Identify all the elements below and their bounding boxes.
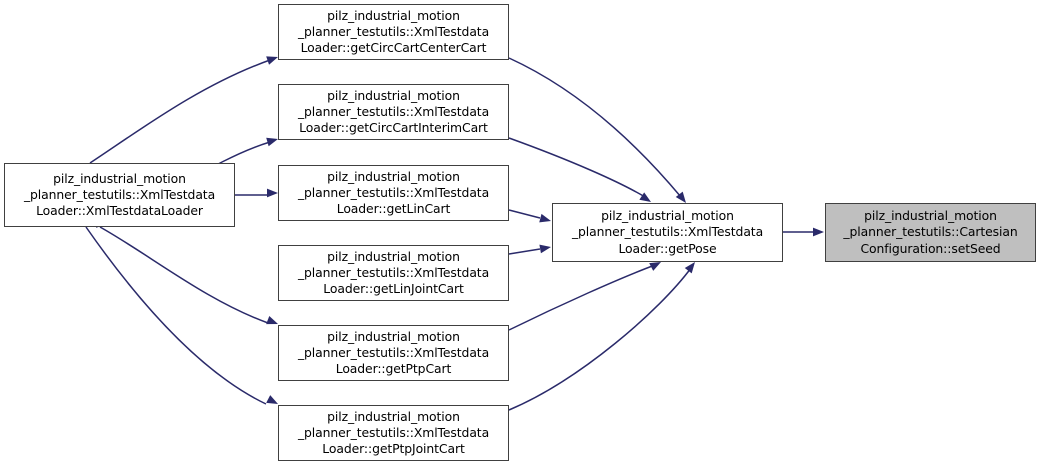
graph-edge-getlinjointcart-to-getpose	[508, 244, 551, 255]
arrowhead	[813, 227, 824, 237]
arrowhead	[539, 213, 551, 223]
graph-node-label: pilz_industrial_motion _planner_testutil…	[297, 408, 490, 457]
graph-edge-xmltestdataloader-to-getlincart	[235, 188, 278, 198]
graph-edge-xmltestdataloader-to-getcirccartcentercart	[89, 56, 278, 164]
graph-node-xmltestdataloader[interactable]: pilz_industrial_motion _planner_testutil…	[4, 163, 235, 227]
graph-node-label: pilz_industrial_motion _planner_testutil…	[297, 168, 490, 217]
graph-node-label: pilz_industrial_motion _planner_testutil…	[297, 328, 490, 377]
graph-node-setseed[interactable]: pilz_industrial_motion _planner_testutil…	[825, 203, 1036, 262]
graph-node-label: pilz_industrial_motion _planner_testutil…	[571, 208, 764, 256]
arrowhead	[539, 244, 551, 254]
graph-edge-getpose-to-setseed	[783, 227, 824, 237]
graph-node-label: pilz_industrial_motion _planner_testutil…	[297, 87, 490, 136]
graph-edge-xmltestdataloader-to-getptpjointcart	[85, 226, 278, 405]
graph-node-label: pilz_industrial_motion _planner_testutil…	[843, 208, 1018, 256]
graph-node-getlincart[interactable]: pilz_industrial_motion _planner_testutil…	[278, 165, 509, 221]
arrowhead	[267, 188, 278, 198]
graph-node-getlinjointcart[interactable]: pilz_industrial_motion _planner_testutil…	[278, 245, 509, 301]
graph-edge-getptpcart-to-getpose	[508, 262, 661, 331]
graph-node-getptpcart[interactable]: pilz_industrial_motion _planner_testutil…	[278, 325, 509, 381]
graph-edge-getcirccartcentercart-to-getpose	[508, 57, 686, 203]
graph-edge-getptpjointcart-to-getpose	[508, 262, 695, 411]
graph-node-getcirccartinterimcart[interactable]: pilz_industrial_motion _planner_testutil…	[278, 84, 509, 140]
graph-node-getptpjointcart[interactable]: pilz_industrial_motion _planner_testutil…	[278, 405, 509, 461]
graph-node-label: pilz_industrial_motion _planner_testutil…	[297, 248, 490, 297]
graph-node-label: pilz_industrial_motion _planner_testutil…	[297, 7, 490, 56]
graph-edge-getcirccartinterimcart-to-getpose	[508, 137, 651, 202]
graph-node-label: pilz_industrial_motion _planner_testutil…	[23, 170, 216, 219]
graph-edge-xmltestdataloader-to-getptpcart	[99, 226, 278, 325]
graph-node-getcirccartcentercart[interactable]: pilz_industrial_motion _planner_testutil…	[278, 4, 509, 60]
graph-edge-getlincart-to-getpose	[508, 209, 551, 223]
graph-node-getpose[interactable]: pilz_industrial_motion _planner_testutil…	[552, 203, 783, 262]
